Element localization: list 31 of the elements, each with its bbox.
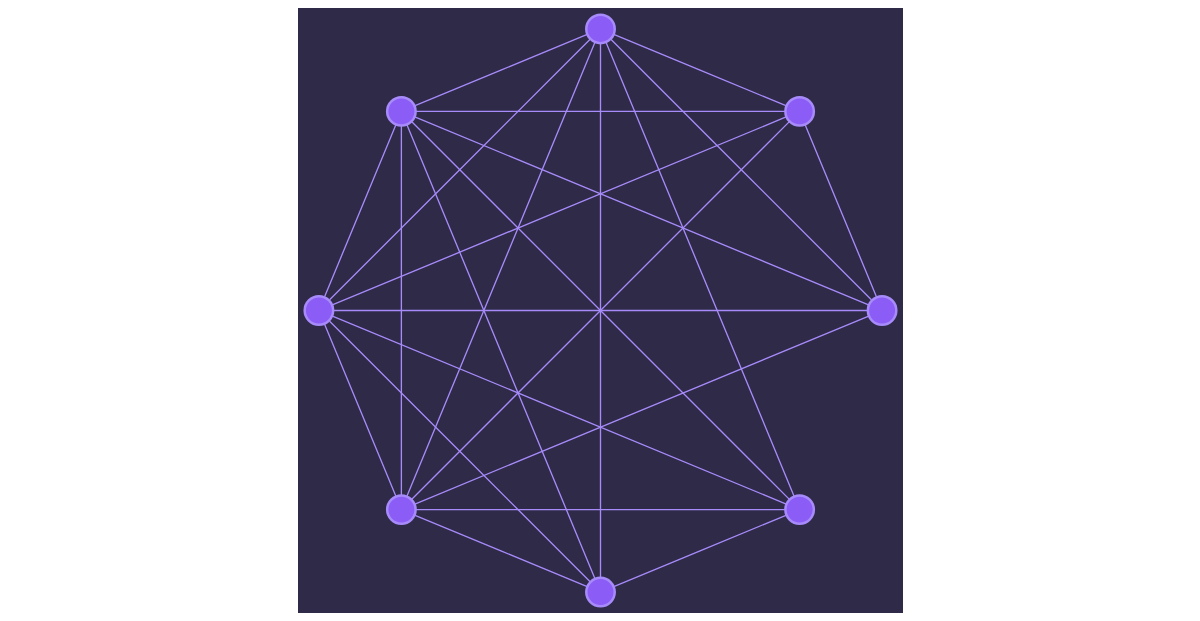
connector [323, 323, 397, 498]
connector [328, 38, 591, 301]
node-circle [385, 494, 417, 526]
connector [413, 315, 869, 505]
connector [803, 123, 877, 298]
connector [413, 33, 588, 107]
node-circle [584, 13, 616, 45]
connector [410, 120, 790, 501]
node-circle [866, 295, 898, 326]
connector [612, 33, 787, 107]
connector [323, 123, 397, 298]
connector [612, 514, 787, 588]
connector [332, 309, 868, 312]
node-circle [584, 576, 616, 608]
connector [331, 116, 787, 306]
node-circle [783, 95, 815, 127]
connector [331, 315, 787, 505]
connector [414, 110, 786, 113]
node-circle [302, 295, 334, 326]
connector [328, 320, 591, 583]
connector [405, 124, 596, 580]
connector [413, 514, 588, 588]
node-circle [385, 95, 417, 127]
connector [609, 38, 872, 301]
connector [413, 116, 869, 306]
connector [400, 125, 402, 496]
node-circle [783, 494, 815, 526]
connector [604, 41, 795, 497]
connector [414, 508, 786, 511]
connector [599, 42, 601, 579]
connector [405, 41, 596, 497]
